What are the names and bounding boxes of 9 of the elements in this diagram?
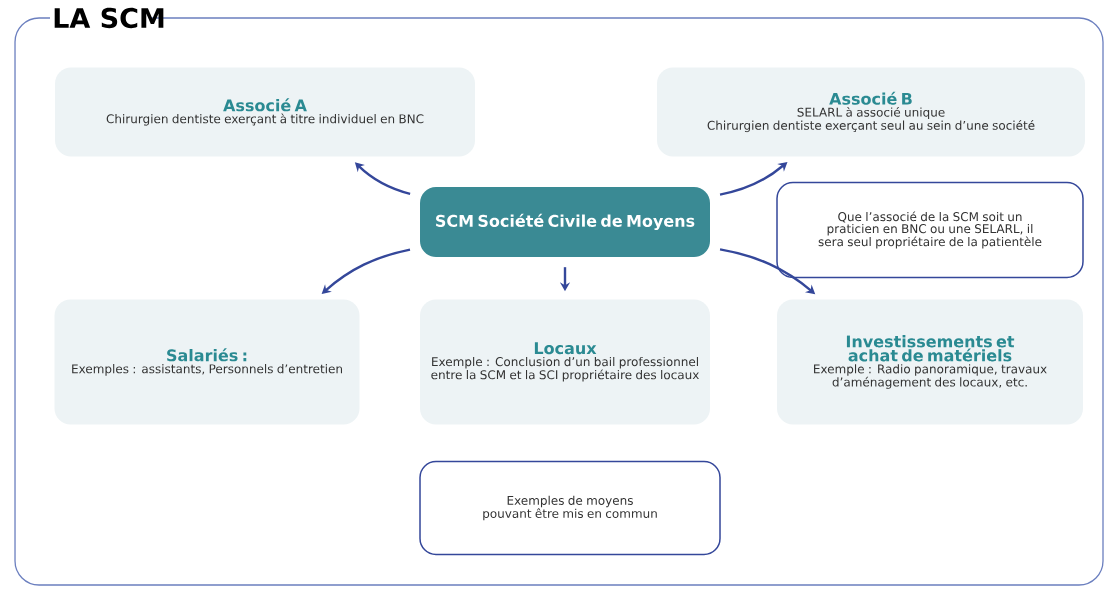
- note-box: Exemples de moyens pouvant être mis en commun: [419, 460, 721, 556]
- title: LA SCM: [54, 7, 164, 29]
- info-box: Associé A Chirurgien dentiste exerçant à titre individuel en BNC: [55, 67, 475, 157]
- info-box: Salariés : Exemples : assistants, Personnels d’entretien: [54, 299, 360, 425]
- note-box: Que l’associé de la SCM soit un praticien en BNC ou une SELARL, il sera seul propriétaire de la patientèle: [776, 181, 1084, 279]
- info-box: Associé B SELARL à associé unique Chirurgien dentiste exerçant seul au sein d’une société: [657, 67, 1085, 157]
- info-box: Investissements et achat de matériels Exemple : Radio panoramique, travaux d’aménagement des locaux, etc.: [777, 299, 1083, 425]
- central-box: SCM Société Civile de Moyens: [420, 187, 710, 257]
- info-box: Locaux Exemple : Conclusion d’un bail professionnel entre la SCM et la SCI propriétaire des locaux: [420, 299, 710, 425]
